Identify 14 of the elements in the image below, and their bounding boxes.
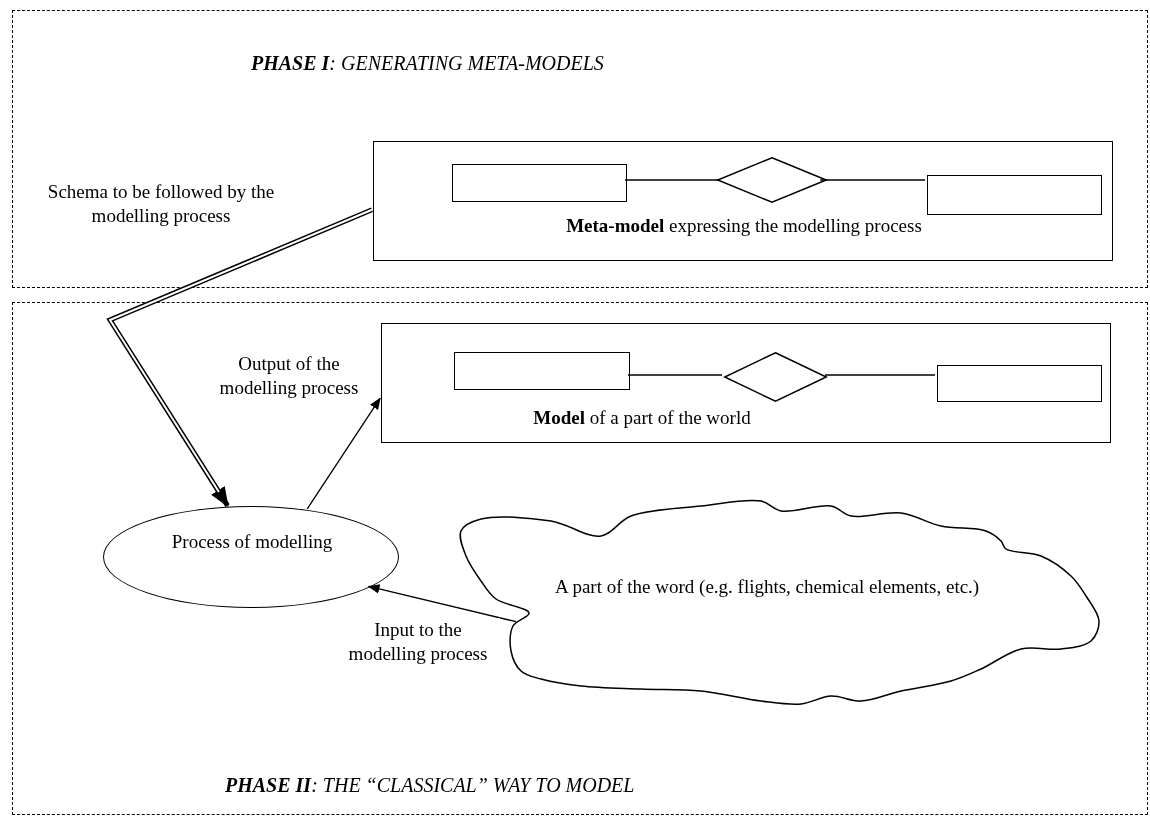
- relationship-diamond: [717, 157, 827, 203]
- entity-box: [454, 352, 630, 390]
- node-label: Meta-model expressing the modelling process: [565, 214, 923, 238]
- node-label: Process of modelling: [170, 530, 334, 554]
- relationship-diamond: [724, 352, 827, 402]
- section-heading: PHASE I: GENERATING META-MODELS: [251, 51, 605, 76]
- section-heading: PHASE II: THE “CLASSICAL” WAY TO MODEL: [225, 773, 636, 798]
- entity-box: [452, 164, 627, 202]
- model-box: [373, 141, 1113, 261]
- model-box: [381, 323, 1111, 443]
- entity-box: [937, 365, 1102, 402]
- entity-box: [927, 175, 1102, 215]
- node-label: A part of the word (e.g. flights, chemical elements, etc.): [555, 575, 981, 599]
- node-label: Model of a part of the world: [532, 406, 752, 430]
